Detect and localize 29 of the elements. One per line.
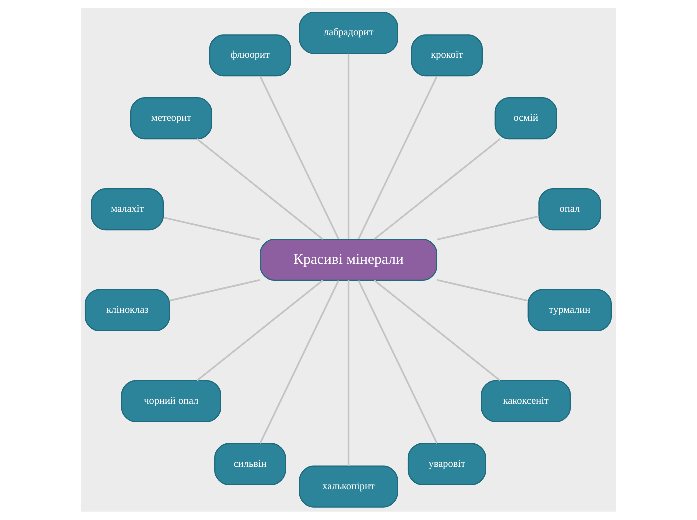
node-box: опал [538, 188, 602, 231]
connector [260, 280, 340, 444]
node-box: малахіт [91, 188, 164, 231]
connector [260, 76, 340, 240]
node-box: чорний опал [121, 380, 222, 422]
connector [348, 280, 350, 466]
node-box: сильвін [214, 443, 286, 486]
node-box: халькопірит [299, 466, 398, 508]
connector [358, 280, 438, 444]
node-box: осмій [494, 98, 558, 140]
node-box: лабрадорит [299, 12, 398, 54]
node-box: турмалин [528, 289, 612, 332]
node-box: уваровіт [408, 443, 486, 486]
connector [436, 279, 528, 302]
connector [374, 280, 501, 382]
connector [164, 216, 261, 241]
node-box: Красиві мінерали [260, 238, 438, 282]
connector [196, 280, 324, 382]
node-box: какоксеніт [481, 380, 572, 422]
connector [436, 216, 540, 241]
connector [196, 138, 324, 240]
connector [170, 279, 261, 302]
node-box: флюорит [209, 34, 292, 77]
connector [374, 138, 501, 240]
connector [348, 54, 350, 240]
connector [358, 76, 438, 240]
node-box: крокоїт [411, 34, 484, 77]
node-box: метеорит [130, 98, 212, 140]
node-box: кліноклаз [84, 289, 170, 332]
